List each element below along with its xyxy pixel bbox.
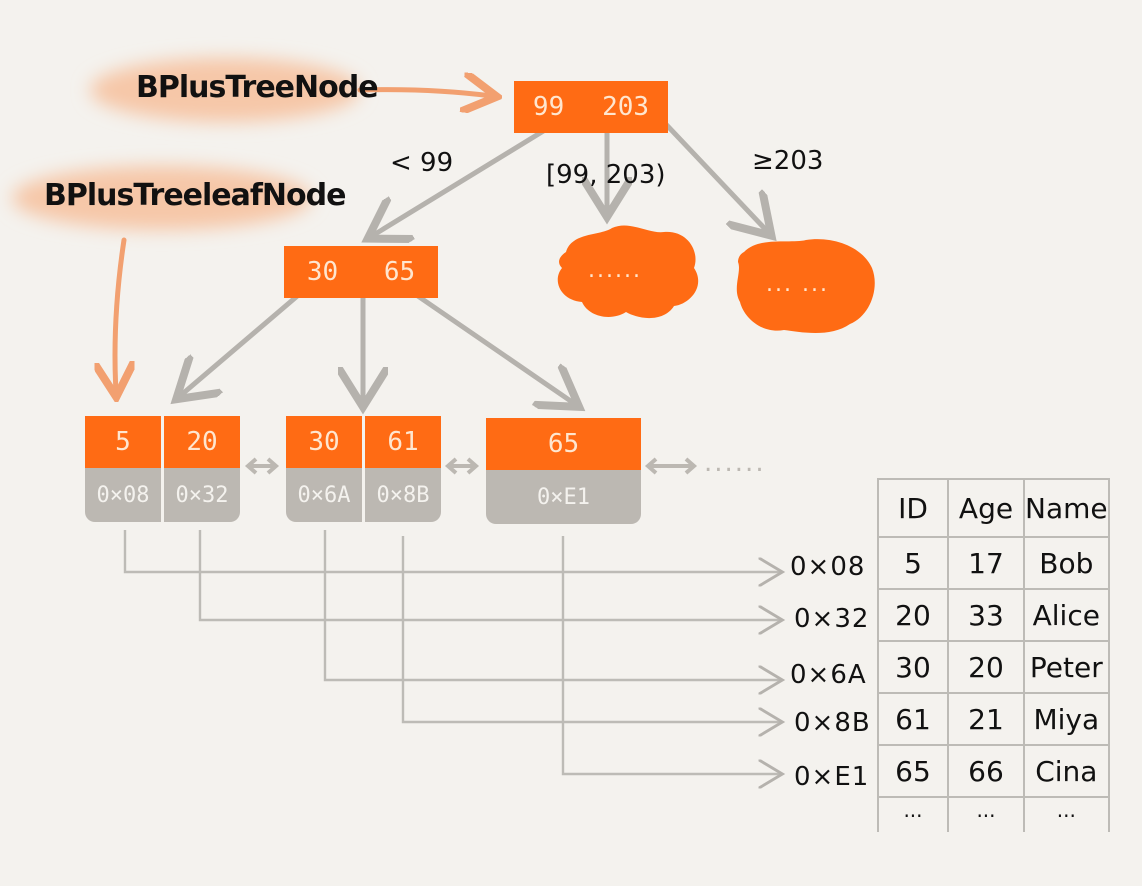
edge-label-right: ≥203 [752,146,824,176]
cell-ellipsis: ... [1023,797,1110,832]
collapsed-node-right [736,239,875,333]
internal-node-type-label: BPlusTreeNode [136,70,379,105]
cell-ellipsis: ... [877,797,949,832]
leaf-3-key-1: 65 [547,429,580,459]
pointer-line-0x32 [198,530,780,620]
internal-key-1: 30 [306,257,339,287]
root-key-1: 99 [532,92,565,122]
edge-internal-leaf1 [180,289,305,396]
cell-id: 30 [877,641,949,694]
table-row: 20 33 Alice [877,589,1110,642]
collapsed-node-middle [557,225,699,319]
leaf-node-3-pointers: 0×E1 [486,470,641,524]
cell-name: Peter [1023,641,1110,694]
pointer-line-0x08 [123,530,780,572]
internal-node: 30 65 [284,246,438,298]
leaf-2-key-2: 61 [362,416,441,468]
table-row: 30 20 Peter [877,641,1110,694]
cell-name: Alice [1023,589,1110,642]
cell-age: 33 [947,589,1025,642]
collapsed-node-middle-text: ...... [588,258,642,283]
table-row: 5 17 Bob [877,537,1110,590]
collapsed-node-right-text: ... ... [766,272,829,297]
cell-name: Miya [1023,693,1110,746]
cell-age: 17 [947,537,1025,590]
cell-id: 20 [877,589,949,642]
pointer-line-0xe1 [561,536,780,774]
cell-age: 21 [947,693,1025,746]
leaf-1-pointer-1: 0×08 [96,482,150,508]
internal-key-2: 65 [383,257,416,287]
edge-label-left: < 99 [390,148,454,178]
leaf-node-type-label: BPlusTreeleafNode [44,178,346,213]
leaf-node-3-keys: 65 [486,418,641,470]
address-label-3: 0×6A [790,660,867,690]
label-arrow-internal [357,90,492,96]
records-table: ID Age Name 5 17 Bob 20 33 Alice 30 20 P… [877,478,1110,832]
cell-name: Bob [1023,537,1110,590]
leaf-3-pointer-1: 0×E1 [537,484,590,510]
column-header-age: Age [947,478,1025,538]
leaf-2-pointer-1: 0×6A [297,482,351,508]
cell-name: Cina [1023,745,1110,798]
leaf-2-key-1: 30 [308,427,340,457]
cell-id: 5 [877,537,949,590]
leaf-1-key-1: 5 [115,427,131,457]
label-arrow-leaf [115,237,124,392]
pointer-line-0x6a [323,530,780,680]
cell-age: 20 [947,641,1025,694]
label-cloud-internal [90,58,360,122]
column-header-id: ID [877,478,949,538]
edge-label-middle: [99, 203) [546,160,666,190]
label-cloud-leaf [12,166,312,230]
root-key-2: 203 [602,92,650,122]
leaf-node-1-keys: 5 20 [85,416,240,468]
table-row: 65 66 Cina [877,745,1110,798]
pointer-line-0x8b [401,536,780,722]
edge-internal-leaf3 [409,289,575,404]
cell-id: 65 [877,745,949,798]
column-header-name: Name [1023,478,1110,538]
leaf-1-pointer-2: 0×32 [161,468,240,522]
leaf-more-ellipsis: ...... [704,448,766,478]
table-row: 61 21 Miya [877,693,1110,746]
sibling-link-1-2 [244,457,280,475]
root-node: 99 203 [514,81,668,133]
leaf-node-2-pointers: 0×6A 0×8B [286,468,441,522]
leaf-node-2-keys: 30 61 [286,416,441,468]
cell-ellipsis: ... [947,797,1025,832]
edge-root-right [657,115,768,232]
address-label-1: 0×08 [790,552,866,582]
table-ellipsis-row: ... ... ... [877,797,1110,832]
edge-root-left [372,127,548,236]
address-label-4: 0×8B [794,708,871,738]
sibling-link-2-3 [444,457,480,475]
table-header-row: ID Age Name [877,478,1110,538]
address-label-5: 0×E1 [794,762,870,792]
sibling-link-3-more [644,457,698,475]
cell-id: 61 [877,693,949,746]
leaf-1-key-2: 20 [161,416,240,468]
leaf-2-pointer-2: 0×8B [362,468,441,522]
leaf-node-1-pointers: 0×08 0×32 [85,468,240,522]
cell-age: 66 [947,745,1025,798]
address-label-2: 0×32 [794,604,870,634]
